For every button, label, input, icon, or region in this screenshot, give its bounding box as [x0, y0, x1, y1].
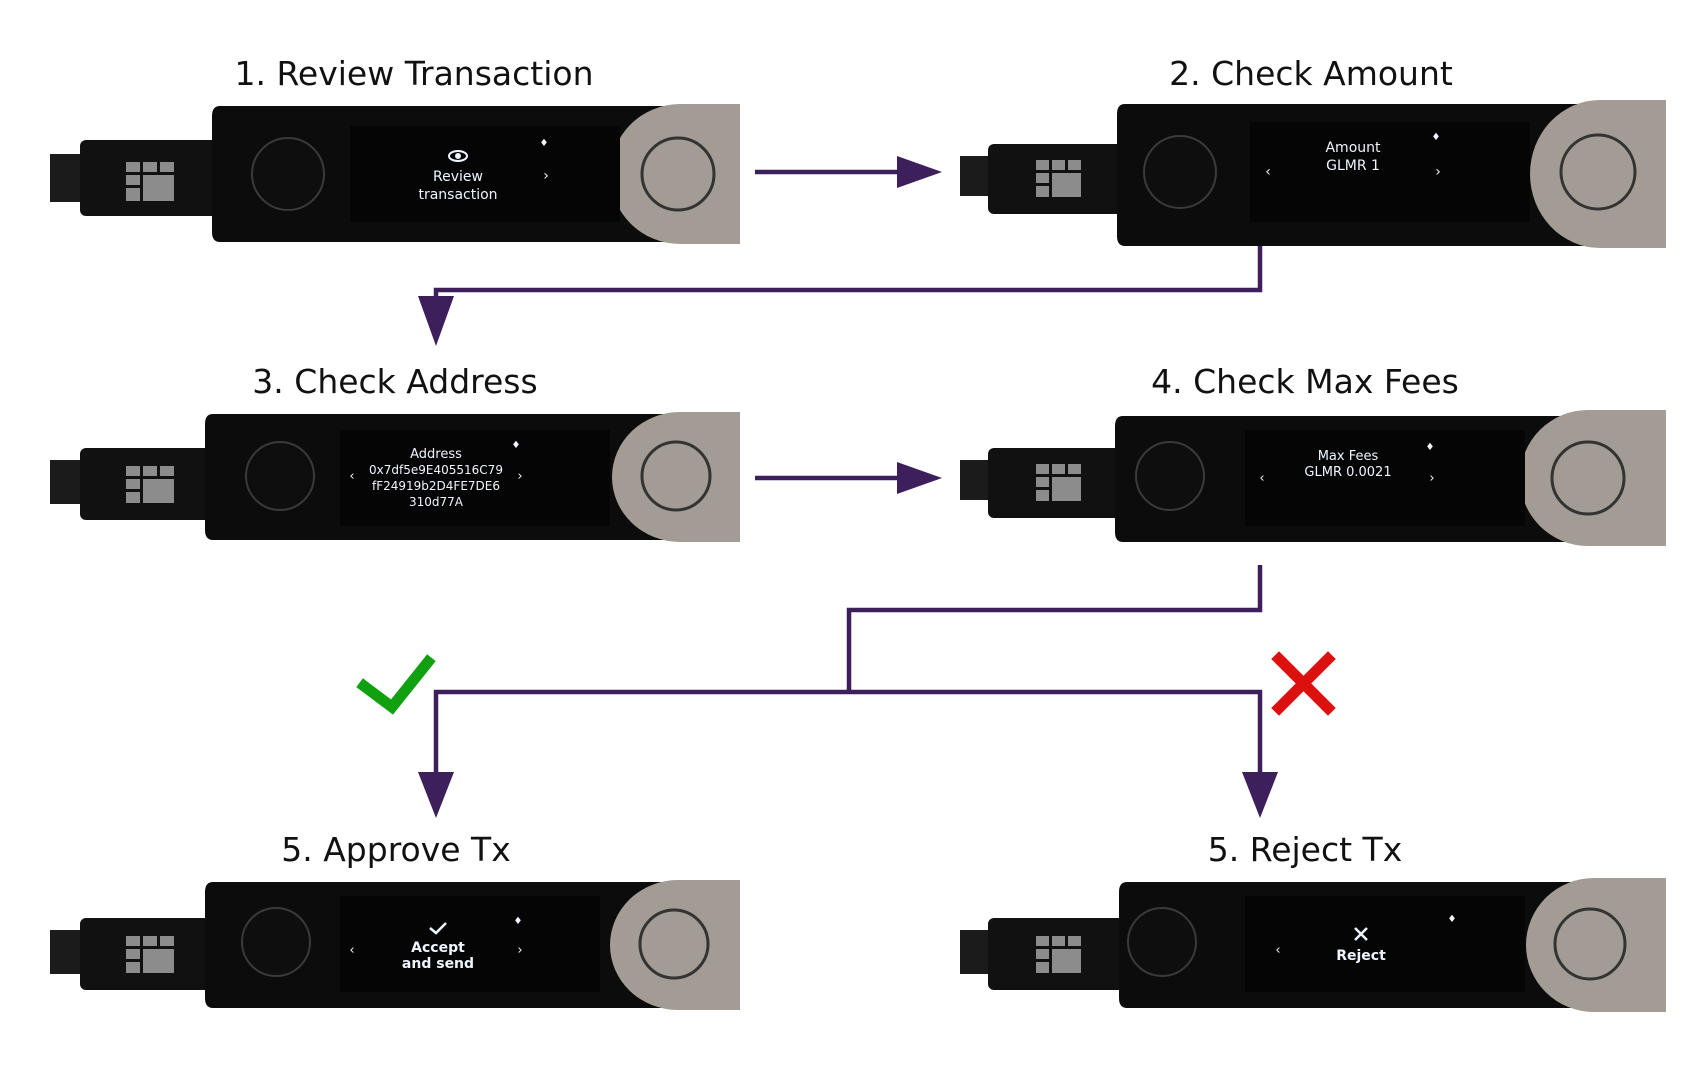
check-icon — [429, 922, 447, 935]
prev-chevron-icon: ‹ — [349, 943, 354, 958]
ledger-logo-icon — [126, 936, 174, 973]
ledger-logo-icon — [1036, 160, 1081, 197]
screen-value: GLMR 0.0021 — [1304, 465, 1391, 480]
ledger-logo-icon — [1036, 936, 1081, 973]
device-screen — [340, 896, 600, 992]
swivel-cover — [610, 880, 740, 1010]
right-button — [1553, 907, 1627, 981]
ledger-device-approve: Accept and send ‹ › ♦ — [50, 880, 740, 1010]
device-screen — [1245, 896, 1525, 992]
right-button — [638, 908, 710, 980]
step-title-amount: 2. Check Amount — [1169, 54, 1453, 93]
usb-status-icon: ♦ — [512, 440, 521, 451]
step-title-reject: 5. Reject Tx — [1207, 830, 1403, 869]
x-icon — [1354, 927, 1368, 941]
left-button — [1127, 907, 1197, 977]
device-screen — [1245, 430, 1525, 526]
step-title-fees: 4. Check Max Fees — [1151, 362, 1459, 401]
swivel-cover — [1530, 100, 1666, 248]
prev-chevron-icon: ‹ — [1259, 471, 1264, 486]
device-screen — [350, 126, 620, 222]
step-title-address: 3. Check Address — [252, 362, 538, 401]
right-button — [640, 440, 712, 512]
next-chevron-icon: › — [1435, 164, 1441, 180]
ledger-logo-icon — [1036, 464, 1081, 501]
usb-status-icon: ♦ — [1426, 442, 1435, 453]
screen-line-2: transaction — [418, 187, 497, 203]
screen-line-1: Accept — [411, 940, 465, 956]
ledger-device-fees: Max Fees GLMR 0.0021 ‹ › ♦ — [960, 410, 1666, 546]
address-line-1: 0x7df5e9E405516C79 — [369, 463, 503, 477]
left-button — [251, 137, 325, 211]
right-button — [1559, 133, 1637, 211]
screen-line-2: and send — [402, 956, 474, 972]
device-screen — [340, 430, 610, 526]
screen-line-1: Review — [433, 169, 483, 185]
arrow-amount-to-address — [433, 246, 1263, 318]
screen-value: GLMR 1 — [1326, 158, 1380, 174]
next-chevron-icon: › — [1429, 471, 1434, 486]
usb-status-icon: ♦ — [540, 138, 549, 149]
prev-chevron-icon: ‹ — [1275, 943, 1280, 958]
arrowhead-down-approve — [418, 772, 454, 818]
left-button — [1135, 441, 1205, 511]
prev-chevron-icon: ‹ — [349, 469, 354, 484]
ledger-device-amount: Amount GLMR 1 ‹ › ♦ — [960, 100, 1666, 248]
ledger-device-reject: Reject ‹ ♦ — [960, 878, 1666, 1012]
branch-approve-reject — [433, 689, 1263, 792]
screen-label: Amount — [1325, 140, 1381, 156]
right-button — [640, 136, 716, 212]
arrowhead-down-reject — [1242, 772, 1278, 818]
eye-icon — [448, 150, 468, 162]
swivel-cover — [610, 104, 740, 244]
arrowhead-right-1 — [897, 156, 942, 188]
next-chevron-icon: › — [543, 168, 549, 184]
screen-label: Max Fees — [1318, 449, 1379, 464]
connector-fees-branch — [846, 565, 1263, 692]
ledger-device-review: Review transaction › ♦ — [50, 104, 740, 244]
ledger-logo-icon — [126, 162, 174, 201]
step-title-approve: 5. Approve Tx — [281, 830, 511, 869]
prev-chevron-icon: ‹ — [1265, 164, 1271, 180]
screen-label: Address — [410, 447, 462, 462]
address-line-2: fF24919b2D4FE7DE6 — [372, 479, 500, 493]
address-line-3: 310d77A — [409, 495, 464, 509]
ledger-logo-icon — [126, 466, 174, 503]
left-button — [241, 907, 311, 977]
arrowhead-right-2 — [897, 462, 942, 494]
step-title-review: 1. Review Transaction — [234, 54, 594, 93]
swivel-cover — [612, 412, 740, 542]
next-chevron-icon: › — [517, 469, 522, 484]
swivel-cover — [1526, 878, 1666, 1012]
swivel-cover — [1520, 410, 1666, 546]
usb-status-icon: ♦ — [1432, 132, 1441, 143]
usb-status-icon: ♦ — [514, 916, 523, 927]
red-cross-icon — [1271, 651, 1336, 716]
left-button — [245, 441, 315, 511]
left-button — [1143, 135, 1217, 209]
green-checkmark-icon — [356, 654, 436, 715]
usb-status-icon: ♦ — [1448, 914, 1457, 925]
ledger-device-address: Address 0x7df5e9E405516C79 fF24919b2D4FE… — [50, 412, 740, 542]
device-screen — [1250, 122, 1530, 222]
next-chevron-icon: › — [517, 943, 522, 958]
screen-line-1: Reject — [1336, 948, 1386, 964]
right-button — [1550, 440, 1626, 516]
arrowhead-down-address — [418, 296, 454, 346]
